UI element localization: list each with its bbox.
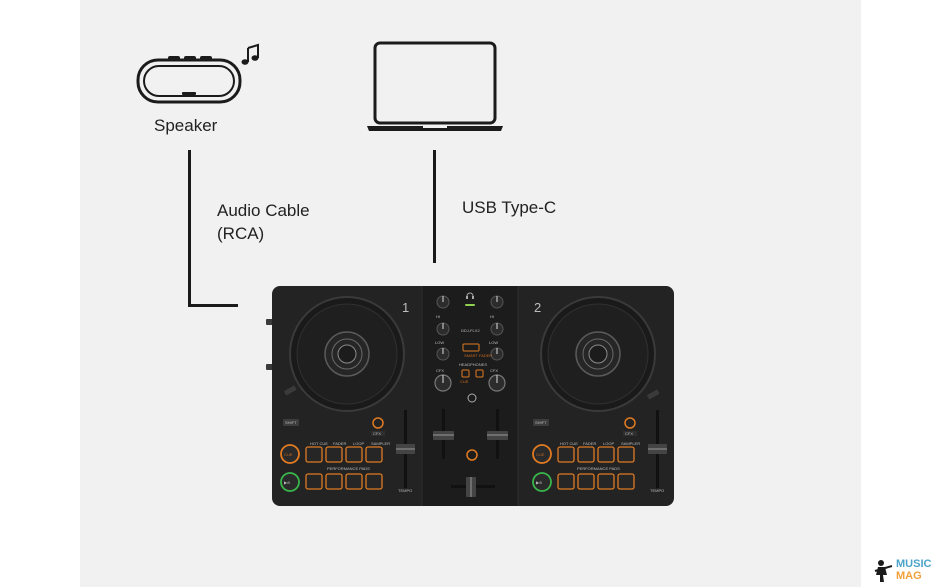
left-tempo-fader[interactable] bbox=[396, 410, 415, 488]
right-pads[interactable] bbox=[557, 446, 635, 490]
music-note-icon bbox=[241, 43, 259, 65]
mixer-fx-button[interactable] bbox=[466, 449, 478, 461]
left-fx-button[interactable] bbox=[372, 417, 384, 429]
mixer-knobs-right[interactable] bbox=[488, 295, 506, 392]
rekordbox-logo-icon bbox=[467, 393, 477, 403]
left-cue-button[interactable] bbox=[280, 444, 300, 464]
mixer-cfx-label-right: CFX bbox=[490, 368, 498, 373]
mixer-hi-label-left: HI bbox=[436, 314, 440, 319]
laptop-icon bbox=[367, 41, 503, 131]
right-cue-button[interactable] bbox=[532, 444, 552, 464]
usb-label: USB Type-C bbox=[462, 198, 557, 217]
left-performance-pads-label: PERFORMANCE PADS bbox=[327, 466, 370, 471]
watermark-line1: MUSIC bbox=[896, 558, 932, 570]
left-cue-label: CUE bbox=[284, 452, 293, 457]
deck-right-number: 2 bbox=[534, 300, 541, 315]
channel-fader-right[interactable] bbox=[487, 409, 508, 459]
audio-cable-label-line1: Audio Cable bbox=[217, 201, 310, 220]
musicmag-watermark: MUSIC MAG bbox=[872, 557, 938, 585]
left-play-button[interactable] bbox=[280, 472, 300, 492]
mixer-low-label-left: LOW bbox=[435, 340, 444, 345]
mixer-low-label-right: LOW bbox=[489, 340, 498, 345]
right-shift-label: SHIFT bbox=[535, 420, 547, 425]
dj-controller: 1 SHIFT CFX TEMPO HOT CUE FADER LOOP SAM… bbox=[266, 286, 674, 506]
left-mode-loop[interactable]: LOOP bbox=[353, 441, 364, 446]
right-fx-button[interactable] bbox=[624, 417, 636, 429]
left-jog-wheel[interactable] bbox=[289, 296, 405, 412]
headphone-cue-left[interactable] bbox=[461, 369, 470, 378]
left-deck: 1 SHIFT CFX TEMPO HOT CUE FADER LOOP SAM… bbox=[280, 296, 415, 493]
right-mode-fader[interactable]: FADER bbox=[583, 441, 596, 446]
mixer-cfx-label-left: CFX bbox=[436, 368, 444, 373]
right-tempo-label: TEMPO bbox=[650, 488, 664, 493]
cue-mixer-label: CUE bbox=[460, 379, 469, 384]
audio-cable-vertical-line bbox=[188, 150, 191, 307]
left-mode-sampler[interactable]: SAMPLER bbox=[371, 441, 390, 446]
left-shift-label: SHIFT bbox=[285, 420, 297, 425]
right-mode-loop[interactable]: LOOP bbox=[603, 441, 614, 446]
mixer-section: HI HI LOW LOW CFX CFX DDJ-FLX2 SMART FAD… bbox=[433, 292, 508, 497]
deck-left-number: 1 bbox=[402, 300, 409, 315]
smart-fader-label: SMART FADER bbox=[464, 353, 492, 358]
right-shift-button[interactable] bbox=[533, 419, 549, 426]
left-mode-fader[interactable]: FADER bbox=[333, 441, 346, 446]
right-mode-sampler[interactable]: SAMPLER bbox=[621, 441, 640, 446]
channel-fader-left[interactable] bbox=[433, 409, 454, 459]
headphone-icon bbox=[466, 292, 474, 299]
left-pads[interactable] bbox=[305, 446, 383, 490]
right-deck: 2 SHIFT CFX TEMPO HOT CUE FADER LOOP SAM… bbox=[532, 296, 667, 493]
right-jog-wheel[interactable] bbox=[540, 296, 656, 412]
right-cfx-label: CFX bbox=[625, 431, 633, 436]
left-mode-hotcue[interactable]: HOT CUE bbox=[310, 441, 328, 446]
audio-cable-label-line2: (RCA) bbox=[217, 224, 265, 243]
right-performance-pads-label: PERFORMANCE PADS bbox=[577, 466, 620, 471]
usb-cable-line bbox=[433, 150, 436, 263]
speaker-label: Speaker bbox=[154, 116, 218, 135]
mixer-hi-label-right: HI bbox=[490, 314, 494, 319]
right-tempo-fader[interactable] bbox=[648, 410, 667, 488]
right-mode-hotcue[interactable]: HOT CUE bbox=[560, 441, 578, 446]
mixer-knobs-left[interactable] bbox=[434, 295, 452, 392]
headphone-cue-right[interactable] bbox=[475, 369, 484, 378]
right-play-button[interactable] bbox=[532, 472, 552, 492]
left-cfx-label: CFX bbox=[373, 431, 381, 436]
headphones-label: HEADPHONES bbox=[459, 362, 487, 367]
crossfader[interactable] bbox=[451, 477, 495, 497]
left-shift-button[interactable] bbox=[283, 419, 299, 426]
left-play-label: ▶/II bbox=[284, 480, 290, 485]
watermark-line2: MAG bbox=[896, 570, 922, 582]
guitarist-logo-icon bbox=[874, 560, 893, 582]
smart-fader-button[interactable] bbox=[462, 343, 480, 352]
right-cue-label: CUE bbox=[536, 452, 545, 457]
audio-cable-horizontal-line bbox=[188, 304, 238, 307]
model-name: DDJ-FLX2 bbox=[461, 328, 480, 333]
left-tempo-label: TEMPO bbox=[398, 488, 412, 493]
right-play-label: ▶/II bbox=[536, 480, 542, 485]
speaker-icon bbox=[136, 43, 259, 104]
